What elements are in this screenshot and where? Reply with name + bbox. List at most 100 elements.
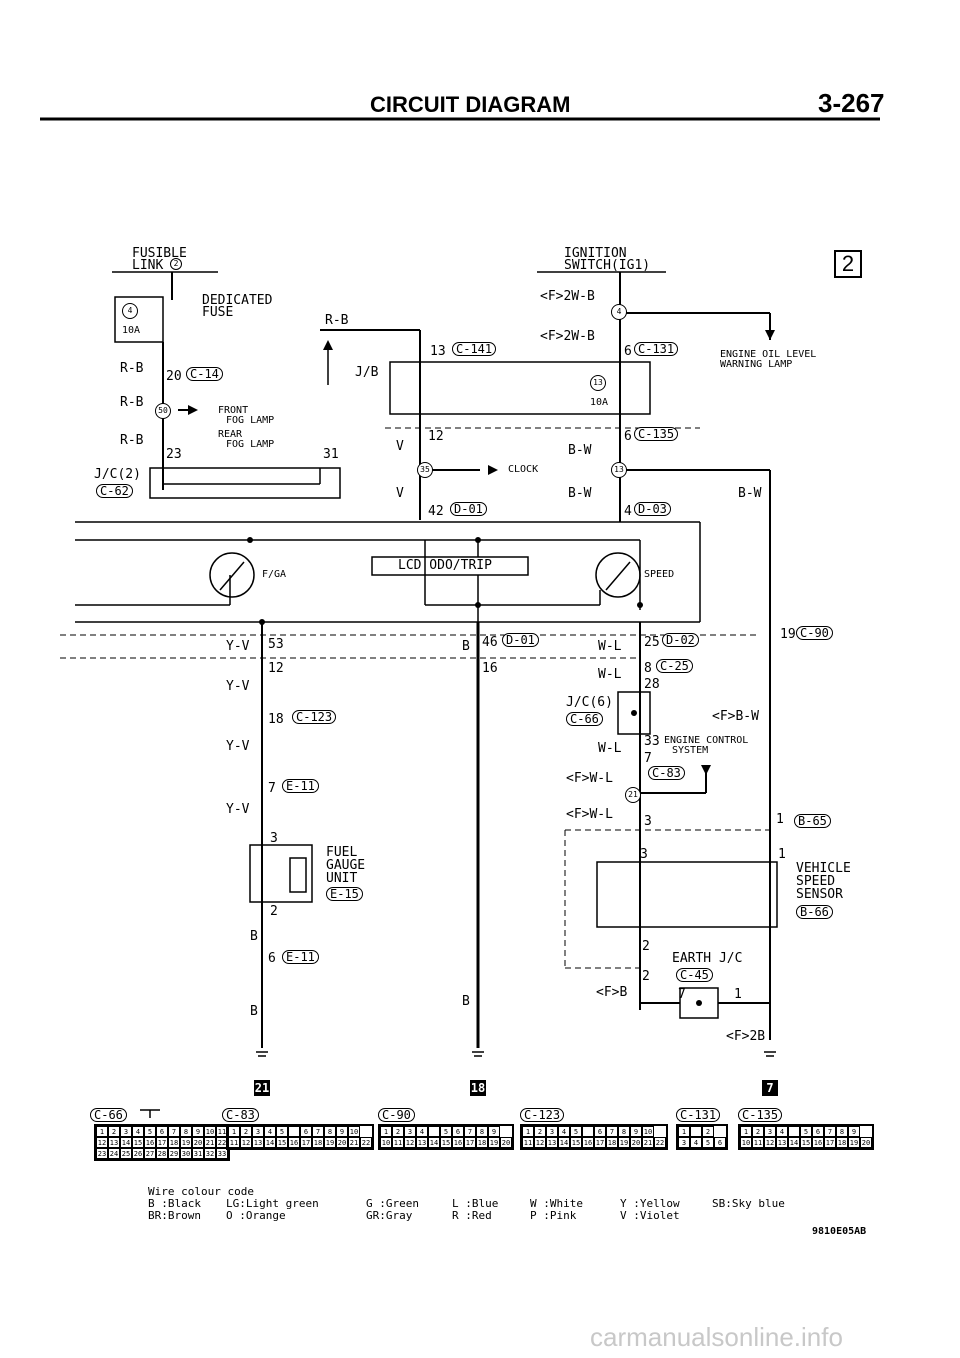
wire-f2wb-1: <F>2W-B bbox=[540, 289, 595, 304]
engine-ctrl-label: ENGINE CONTROL bbox=[664, 735, 749, 746]
wire-rb-top: R-B bbox=[325, 313, 349, 328]
pin-cell: 10 bbox=[380, 1137, 392, 1148]
pin-cell: 16 bbox=[452, 1137, 464, 1148]
pin-7: 7 bbox=[268, 781, 276, 796]
wire-f2wb-2: <F>2W-B bbox=[540, 329, 595, 344]
pin-7c: 7 bbox=[678, 987, 686, 1002]
ground-marker-21: 21 bbox=[254, 1080, 270, 1096]
legend-col5: W :White P :Pink bbox=[530, 1197, 583, 1222]
legend-title: Wire colour code bbox=[148, 1185, 254, 1198]
pin-cell: 6 bbox=[714, 1137, 726, 1148]
fuse13-amps: 10A bbox=[590, 397, 609, 408]
pin-cell: 4 bbox=[132, 1126, 144, 1137]
front-fog-label: FRONT bbox=[218, 405, 249, 416]
clock-label: CLOCK bbox=[508, 464, 539, 475]
fusible-link-label: FUSIBLE bbox=[132, 246, 187, 261]
pin-cell: 14 bbox=[120, 1137, 132, 1148]
pin-cell bbox=[288, 1126, 300, 1137]
pin-6b: 6 bbox=[624, 429, 632, 444]
wire-yv-3: Y-V bbox=[226, 739, 250, 754]
pin-cell: 9 bbox=[488, 1126, 500, 1137]
pin-1b: 1 bbox=[778, 847, 786, 862]
fusible-link-label2: LINK bbox=[132, 258, 164, 273]
splice-35: 35 bbox=[417, 462, 433, 478]
pin-12b: 12 bbox=[268, 661, 284, 676]
pin-cell: 14 bbox=[264, 1137, 276, 1148]
pin-2c: 2 bbox=[642, 969, 650, 984]
pin-3: 3 bbox=[270, 831, 278, 846]
pin-6a: 6 bbox=[624, 344, 632, 359]
pin-cell: 27 bbox=[144, 1148, 156, 1159]
pin-33: 33 bbox=[644, 734, 660, 749]
pin-cell: 13 bbox=[416, 1137, 428, 1148]
connector-c25: C-25 bbox=[656, 659, 693, 673]
engine-oil-label: ENGINE OIL LEVEL bbox=[720, 349, 817, 360]
wire-jb: J/B bbox=[355, 365, 379, 380]
pin-cell: 13 bbox=[252, 1137, 264, 1148]
jc6-label: J/C(6) bbox=[566, 695, 613, 710]
pin-2b: 2 bbox=[642, 939, 650, 954]
pin-cell: 8 bbox=[324, 1126, 336, 1137]
pin-cell: 19 bbox=[848, 1137, 860, 1148]
wire-v-2: V bbox=[396, 486, 404, 501]
pin-46: 46 bbox=[482, 635, 498, 650]
pin-cell: 2 bbox=[240, 1126, 252, 1137]
cv-c66-label: C-66 bbox=[90, 1108, 127, 1122]
wire-fb: <F>B bbox=[596, 985, 628, 1000]
pin-cell: 19 bbox=[488, 1137, 500, 1148]
pin-cell: 22 bbox=[360, 1137, 372, 1148]
pin-cell: 1 bbox=[522, 1126, 534, 1137]
pin-cell: 4 bbox=[416, 1126, 428, 1137]
pin-cell: 17 bbox=[594, 1137, 606, 1148]
fga-label: F/GA bbox=[262, 569, 287, 580]
fog-arrow-head bbox=[188, 405, 198, 415]
connector-e11a: E-11 bbox=[282, 779, 319, 793]
dedicated-fuse-label: DEDICATED bbox=[202, 293, 273, 308]
wire-bw-2: B-W bbox=[568, 486, 592, 501]
pin-cell: 19 bbox=[180, 1137, 192, 1148]
pin-cell: 11 bbox=[228, 1137, 240, 1148]
pin-cell: 7 bbox=[824, 1126, 836, 1137]
pin-cell: 3 bbox=[546, 1126, 558, 1137]
pin-cell: 3 bbox=[120, 1126, 132, 1137]
pin-cell: 10 bbox=[204, 1126, 216, 1137]
cv-c123-label: C-123 bbox=[520, 1108, 565, 1122]
pin-cell: 3 bbox=[764, 1126, 776, 1137]
pin-cell: 12 bbox=[764, 1137, 776, 1148]
pin-cell: 18 bbox=[606, 1137, 618, 1148]
pin-8: 8 bbox=[644, 661, 652, 676]
vehicle-label3: SENSOR bbox=[796, 887, 843, 902]
pin-31: 31 bbox=[323, 447, 339, 462]
pin-cell: 14 bbox=[428, 1137, 440, 1148]
pin-1: 1 bbox=[776, 812, 784, 827]
pin-cell: 15 bbox=[132, 1137, 144, 1148]
pin-cell: 9 bbox=[336, 1126, 348, 1137]
pin-cell: 14 bbox=[558, 1137, 570, 1148]
pin-cell: 2 bbox=[108, 1126, 120, 1137]
pin-19: 19 bbox=[780, 627, 796, 642]
pin-6c: 6 bbox=[268, 951, 276, 966]
front-fog-label2: FOG LAMP bbox=[226, 415, 275, 426]
fuse-num-13: 13 bbox=[590, 375, 606, 391]
connector-c14: C-14 bbox=[186, 367, 223, 381]
engine-ctrl-label2: SYSTEM bbox=[672, 745, 709, 756]
pin-cell: 29 bbox=[168, 1148, 180, 1159]
cv-c135-label: C-135 bbox=[738, 1108, 783, 1122]
pin-cell: 15 bbox=[800, 1137, 812, 1148]
oil-arrow-head bbox=[765, 330, 775, 340]
pin-cell: 8 bbox=[618, 1126, 630, 1137]
pin-cell: 9 bbox=[192, 1126, 204, 1137]
wire-wl-2: W-L bbox=[598, 667, 622, 682]
fuel-label1: FUEL bbox=[326, 845, 358, 860]
pin-13: 13 bbox=[430, 344, 446, 359]
cv-c83-label: C-83 bbox=[222, 1108, 259, 1122]
pin-cell: 2 bbox=[534, 1126, 546, 1137]
pin-cell: 8 bbox=[180, 1126, 192, 1137]
legend-col6: Y :Yellow V :Violet bbox=[620, 1197, 680, 1222]
pin-cell: 5 bbox=[144, 1126, 156, 1137]
